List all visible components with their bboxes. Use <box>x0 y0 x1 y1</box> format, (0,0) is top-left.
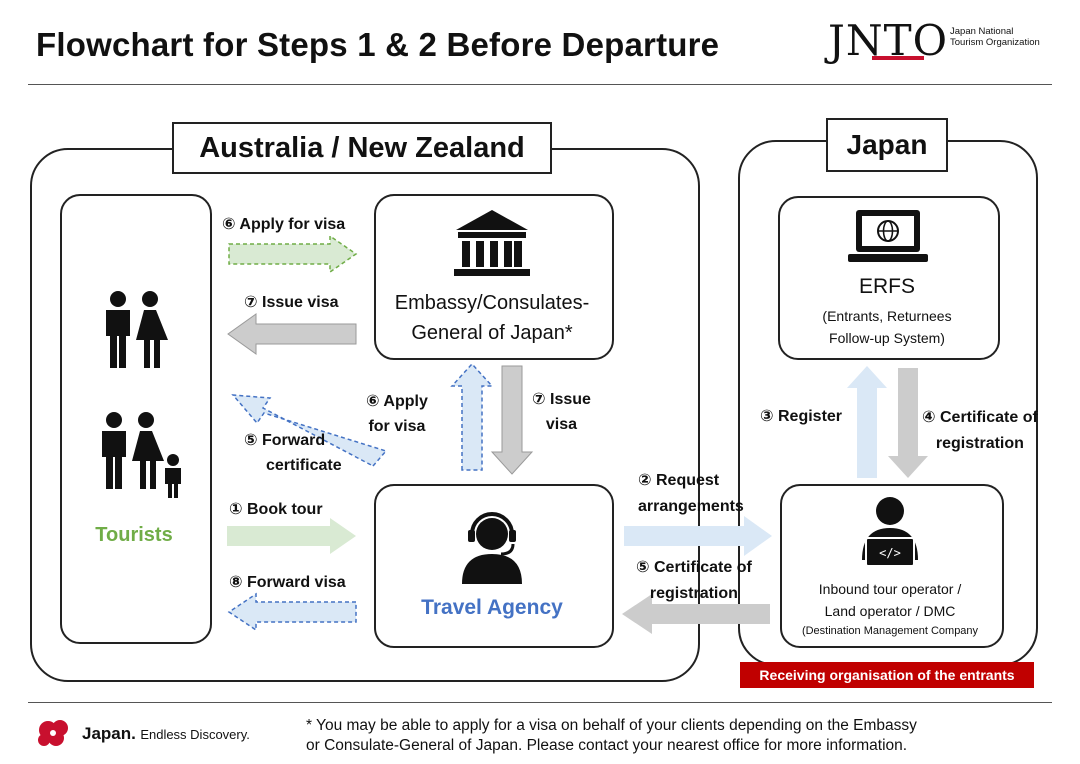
footer-note: * You may be able to apply for a visa on… <box>306 716 917 756</box>
step-apply-visa-mid: ⑥ Apply for visa <box>366 389 428 439</box>
step-certificate-of-registration-line2: registration <box>935 435 1024 452</box>
operator-label-line2: Land operator / DMC <box>824 603 956 619</box>
arrow-forward-visa <box>227 592 357 632</box>
step-request-arrangements-line1: ② Request <box>638 472 720 489</box>
org-name-line1: Japan National <box>950 26 1014 37</box>
step-issue-visa-left: ⑦ Issue visa <box>244 294 339 311</box>
header-divider <box>28 84 1052 85</box>
footer-brand-tagline: Endless Discovery. <box>140 727 250 742</box>
erfs-label: ERFS <box>858 275 915 298</box>
step-issue-visa-mid: ⑦ Issue visa <box>532 387 591 437</box>
footer-brand: Japan. Endless Discovery. <box>82 724 250 744</box>
operator-label-line1: Inbound tour operator / <box>818 581 962 597</box>
step-book-tour: ① Book tour <box>229 501 323 518</box>
step-certificate-of-registration: ④ Certificate of registration <box>922 405 1038 457</box>
couple-icon <box>106 291 168 368</box>
erfs-description: (Entrants, Returnees Follow-up System) <box>778 305 996 349</box>
arrow-apply-visa-top <box>228 234 358 274</box>
step-register: ③ Register <box>760 408 843 425</box>
org-name: Japan National Tourism Organization <box>950 26 1040 48</box>
tourists-label: Tourists <box>95 524 173 546</box>
step-apply-visa-mid-line2: for visa <box>368 418 426 435</box>
headset-agent-icon <box>462 512 522 584</box>
arrow-forward-certificate <box>231 394 388 467</box>
laptop-globe-icon <box>848 210 928 262</box>
svg-text:</>: </> <box>879 546 901 560</box>
footer-note-line2: or Consulate-General of Japan. Please co… <box>306 737 908 754</box>
cherry-blossom-icon <box>38 720 68 746</box>
footer-note-line1: * You may be able to apply for a visa on… <box>306 717 917 734</box>
arrow-certificate-registration-back <box>622 594 770 634</box>
embassy-building-icon <box>454 210 530 276</box>
embassy-label-line2: General of Japan* <box>411 322 573 344</box>
footer-brand-name: Japan. <box>82 724 136 743</box>
arrow-issue-visa-down <box>490 365 534 475</box>
embassy-label-line1: Embassy/Consulates- <box>394 292 590 314</box>
arrow-register-up <box>847 366 887 478</box>
step-issue-visa-mid-line2: visa <box>545 416 578 433</box>
org-name-line2: Tourism Organization <box>950 37 1040 48</box>
step-issue-visa-mid-line1: ⑦ Issue <box>532 391 591 408</box>
operator-label: Inbound tour operator / Land operator / … <box>780 578 1000 640</box>
tourists-box <box>60 194 212 644</box>
step-certificate-registration-line1: ⑤ Certificate of <box>636 559 752 576</box>
erfs-description-line2: Follow-up System) <box>829 330 945 346</box>
step-forward-visa: ⑧ Forward visa <box>229 574 346 591</box>
step-certificate-registration-line2: registration <box>649 585 738 602</box>
region-label-australia-nz: Australia / New Zealand <box>172 122 552 174</box>
footer-divider <box>28 702 1052 703</box>
step-forward-certificate-line1: ⑤ Forward <box>244 432 326 449</box>
step-request-arrangements-line2: arrangements <box>638 498 744 515</box>
step-apply-visa-mid-line1: ⑥ Apply <box>366 393 428 410</box>
arrow-book-tour <box>227 518 356 554</box>
step-apply-visa-top: ⑥ Apply for visa <box>222 216 346 233</box>
arrow-issue-visa-left <box>227 313 357 355</box>
arrow-apply-visa-up <box>450 362 494 471</box>
step-request-arrangements: ② Request arrangements <box>638 468 744 520</box>
embassy-label: Embassy/Consulates- General of Japan* <box>374 288 610 348</box>
erfs-description-line1: (Entrants, Returnees <box>822 308 952 324</box>
page-title: Flowchart for Steps 1 & 2 Before Departu… <box>36 26 720 63</box>
step-certificate-registration: ⑤ Certificate of registration <box>636 555 752 607</box>
receiving-organisation-banner: Receiving organisation of the entrants <box>740 662 1034 688</box>
family-icon <box>102 412 181 498</box>
arrow-request-arrangements <box>624 516 772 556</box>
arrow-certificate-down <box>888 368 928 478</box>
travel-agency-label: Travel Agency <box>421 596 563 619</box>
operator-label-line3: (Destination Management Company <box>801 625 979 637</box>
step-certificate-of-registration-line1: ④ Certificate of <box>922 409 1038 426</box>
step-forward-certificate: ⑤ Forward certificate <box>244 428 342 478</box>
jnto-logo-bar <box>872 56 924 60</box>
operator-laptop-icon: </> <box>862 497 918 567</box>
step-forward-certificate-line2: certificate <box>266 457 342 474</box>
region-label-japan: Japan <box>826 118 948 172</box>
